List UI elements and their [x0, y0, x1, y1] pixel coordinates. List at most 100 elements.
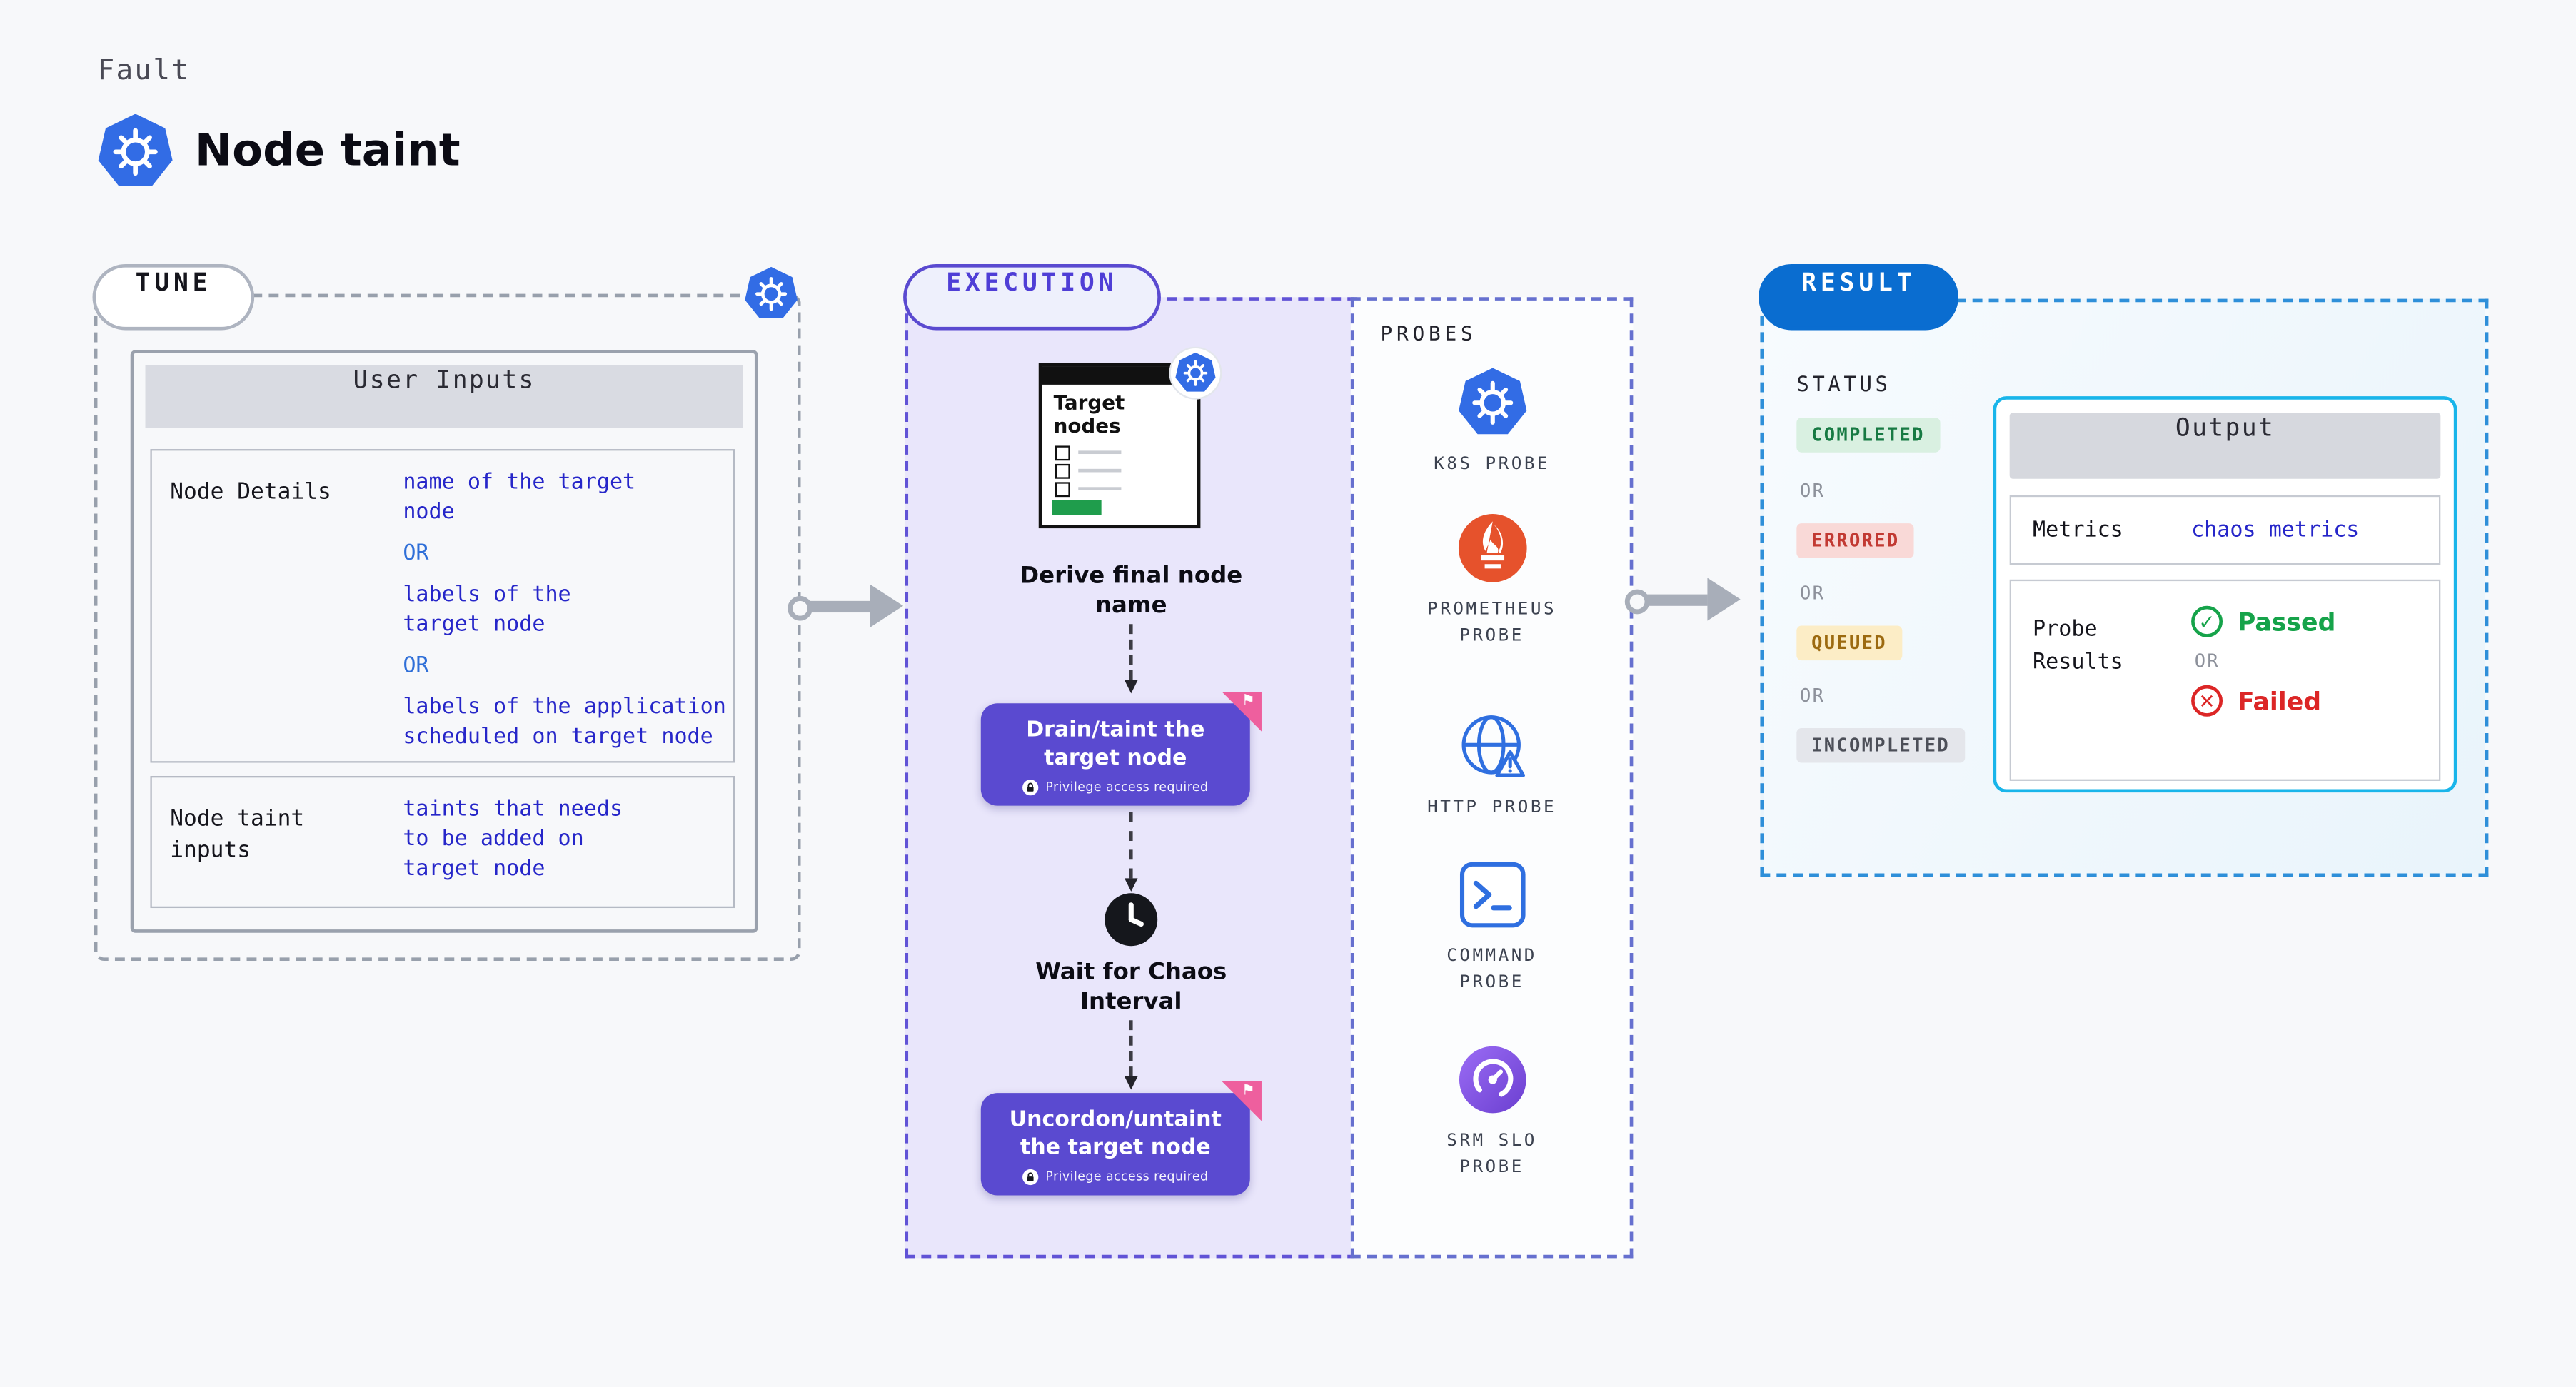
flag-icon: ⚑: [1242, 1083, 1255, 1100]
node-taint-inputs-label: Node taint inputs: [170, 805, 305, 864]
check-circle-icon: ✓: [2191, 605, 2223, 637]
probe-srm-slo: SRM SLO PROBE: [1354, 1044, 1629, 1181]
probe-label: PROMETHEUS PROBE: [1427, 599, 1557, 645]
metrics-value: chaos metrics: [2191, 518, 2360, 543]
value-segment: taints that needs to be added on target …: [403, 797, 623, 882]
probe-k8s: K8S PROBE: [1354, 366, 1629, 478]
progress-bar: [1052, 500, 1102, 515]
probe-results-row: Probe Results ✓ Passed OR ✕ Failed: [2009, 579, 2441, 781]
kubernetes-icon: [743, 266, 800, 322]
http-globe-icon: [1456, 710, 1529, 783]
page-title: Node taint: [194, 125, 461, 177]
value-segment: labels of the target node: [403, 582, 571, 637]
arrow-head: [870, 584, 904, 627]
output-panel: Output Metrics chaos metrics Probe Resul…: [1993, 396, 2457, 793]
fault-kicker: Fault: [97, 54, 191, 88]
flag-icon: ⚑: [1242, 693, 1255, 710]
tune-section: User Inputs Node Details name of the tar…: [94, 293, 801, 962]
status-badge-errored: ERRORED: [1796, 523, 1915, 558]
value-segment: name of the target node: [403, 470, 636, 525]
checkbox-icon: [1055, 445, 1070, 461]
action-label: Drain/taint the target node: [1026, 718, 1205, 771]
node-details-row: Node Details name of the target node OR …: [150, 449, 735, 764]
list-line: [1078, 468, 1122, 473]
drain-taint-node: Drain/taint the target node Privilege ac…: [980, 692, 1262, 806]
status-badge-queued: QUEUED: [1796, 625, 1902, 661]
or-separator: OR: [2194, 650, 2220, 672]
probe-label: COMMAND PROBE: [1447, 946, 1537, 992]
clock-icon: [1103, 892, 1159, 948]
failed-line: ✕ Failed: [2191, 685, 2335, 717]
or-separator: OR: [1799, 582, 1826, 605]
step-derive-node-name: Derive final node name: [908, 561, 1354, 621]
status-badge-completed: COMPLETED: [1796, 418, 1940, 453]
arrow-shaft: [809, 600, 870, 612]
uncordon-untaint-node: Uncordon/untaint the target node Privile…: [980, 1081, 1262, 1196]
user-inputs-title: User Inputs: [145, 365, 743, 428]
probe-results-label: Probe Results: [2033, 617, 2123, 675]
step-wait-interval: Wait for Chaos Interval: [908, 957, 1354, 1017]
probe-label: K8S PROBE: [1434, 454, 1551, 474]
probe-command: COMMAND PROBE: [1354, 859, 1629, 997]
pink-fold-decoration: [1222, 1081, 1262, 1121]
dotted-connector: [1123, 812, 1137, 892]
probe-prometheus: PROMETHEUS PROBE: [1354, 512, 1629, 650]
arrow-shaft: [1646, 593, 1708, 605]
result-pill: RESULT: [1759, 264, 1959, 331]
dotted-connector: [1123, 1020, 1137, 1090]
or-separator: OR: [1799, 685, 1826, 707]
target-nodes-label: Target nodes: [1053, 391, 1125, 438]
probe-label: HTTP PROBE: [1427, 797, 1557, 817]
or-separator: OR: [1799, 480, 1826, 503]
probe-http: HTTP PROBE: [1354, 710, 1629, 822]
passed-line: ✓ Passed: [2191, 605, 2336, 637]
target-nodes-card: Target nodes: [1038, 348, 1221, 529]
node-taint-inputs-value: taints that needs to be added on target …: [403, 796, 726, 897]
kubernetes-icon: [1174, 352, 1217, 395]
list-line: [1078, 450, 1122, 455]
node-details-value: name of the target node OR labels of the…: [403, 469, 726, 764]
step-label: Wait for Chaos Interval: [1035, 959, 1227, 1016]
probes-section: PROBES K8S PROBE PROMETHEUS PROBE HTTP P…: [1350, 297, 1634, 1259]
probes-title: PROBES: [1380, 321, 1477, 346]
checkbox-icon: [1055, 482, 1070, 498]
kubernetes-icon: [96, 112, 175, 191]
flow-arrow: [1624, 578, 1744, 621]
probe-results-values: ✓ Passed OR ✕ Failed: [2191, 581, 2335, 780]
execution-section: Target nodes Derive final node name Drai…: [905, 297, 1358, 1259]
user-inputs-panel: User Inputs Node Details name of the tar…: [130, 350, 758, 933]
pink-fold-decoration: [1222, 692, 1262, 732]
failed-label: Failed: [2237, 685, 2322, 716]
action-label: Uncordon/untaint the target node: [1009, 1107, 1222, 1161]
probe-label: SRM SLO PROBE: [1447, 1131, 1537, 1177]
step-label: Derive final node name: [1020, 563, 1243, 620]
kubernetes-icon: [1456, 366, 1529, 439]
result-section: STATUS COMPLETED OR ERRORED OR QUEUED OR…: [1760, 298, 2489, 877]
lock-icon: [1022, 1169, 1039, 1185]
terminal-icon: [1456, 859, 1529, 932]
output-title: Output: [2009, 413, 2441, 479]
flow-arrow: [788, 584, 907, 627]
x-circle-icon: ✕: [2191, 685, 2223, 717]
privilege-note: Privilege access required: [1045, 1169, 1209, 1184]
or-separator: OR: [403, 653, 429, 678]
passed-label: Passed: [2237, 606, 2336, 637]
kubernetes-badge: [1170, 348, 1221, 398]
privilege-note: Privilege access required: [1045, 780, 1209, 795]
node-taint-inputs-row: Node taint inputs taints that needs to b…: [150, 776, 735, 909]
srm-slo-icon: [1456, 1044, 1529, 1116]
status-heading: STATUS: [1796, 371, 1891, 397]
arrow-head: [1707, 578, 1741, 621]
lock-icon: [1022, 779, 1039, 795]
checkbox-icon: [1055, 463, 1070, 479]
metrics-row: Metrics chaos metrics: [2009, 495, 2441, 565]
execution-pill: EXECUTION: [903, 264, 1161, 331]
metrics-label: Metrics: [2033, 518, 2123, 543]
list-line: [1078, 487, 1122, 490]
prometheus-icon: [1456, 512, 1529, 585]
or-separator: OR: [403, 541, 429, 567]
dotted-connector: [1123, 624, 1137, 694]
tune-pill: TUNE: [92, 264, 255, 331]
status-badge-incompleted: INCOMPLETED: [1796, 727, 1965, 763]
